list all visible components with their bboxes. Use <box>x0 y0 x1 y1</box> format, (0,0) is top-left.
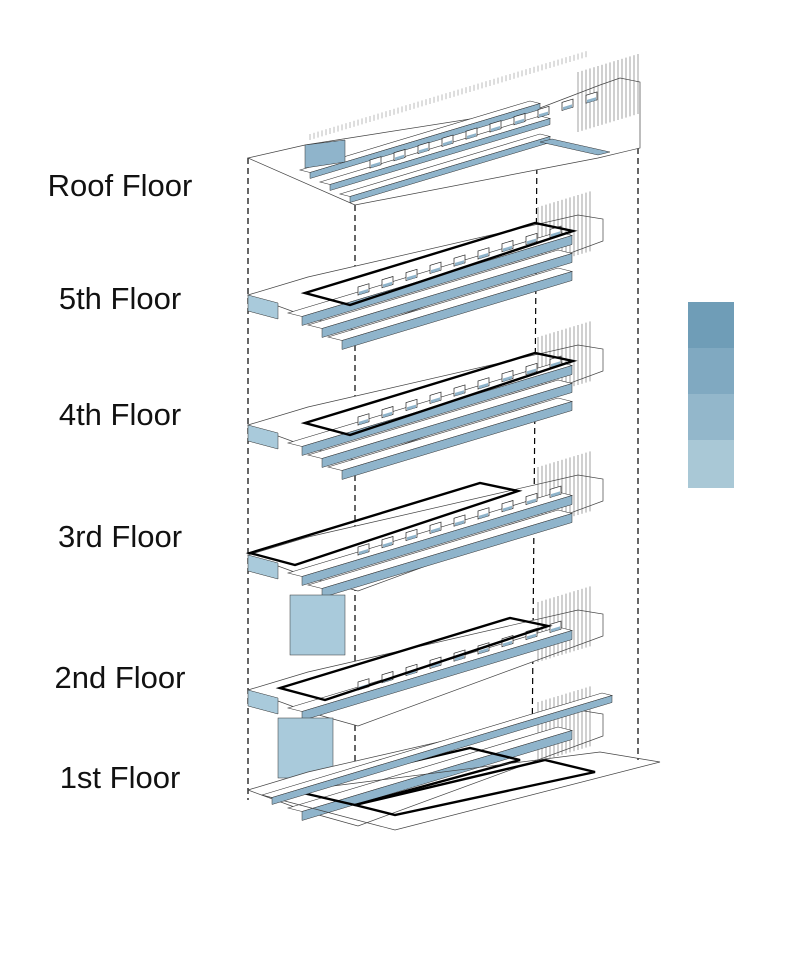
highlight-zone-f3 <box>245 481 523 567</box>
highlight-zone-2 <box>354 758 596 817</box>
slab-band-f1-0-front <box>301 730 573 821</box>
window-f2-sill <box>455 655 464 661</box>
ground-outline <box>261 751 661 831</box>
window-f4-sill <box>527 368 536 375</box>
floor-plate-f2 <box>246 586 604 779</box>
slab-band-f2-0-front <box>301 630 573 721</box>
highlight-zone-f5 <box>300 221 578 307</box>
roof-window-sill <box>563 104 572 111</box>
slab-band-f5-2-front <box>341 271 573 350</box>
window-f5-sill <box>407 274 416 281</box>
window-f4-sill <box>551 361 560 368</box>
highlight-zone-f2 <box>275 616 553 702</box>
window-f4-sill <box>359 419 368 425</box>
window-f3-sill <box>359 549 368 555</box>
legend-swatch-2 <box>688 348 734 394</box>
window-f4-sill <box>479 383 488 389</box>
floor-plate-f1 <box>246 686 661 831</box>
side-mass-f3 <box>247 554 279 580</box>
window-f3-sill <box>383 541 392 548</box>
slab-band-f4-1-front <box>321 383 573 468</box>
core-block-f3 <box>289 594 346 656</box>
slab-band-f5-0-front <box>301 235 573 326</box>
floor-plate-f3 <box>245 451 604 656</box>
slab-band-f5-1-front <box>321 253 573 338</box>
roof-window-sill <box>395 154 404 161</box>
floor-label-3rd: 3rd Floor <box>57 519 183 554</box>
roof-window-sill <box>467 133 476 139</box>
window-f2-sill <box>503 640 512 647</box>
window-f4-sill <box>455 390 464 396</box>
floor-label-5th: 5th Floor <box>58 281 182 316</box>
window-f3-sill <box>551 491 560 498</box>
slab-band-f4-2-front <box>341 401 573 480</box>
floor-label-1st: 1st Floor <box>59 760 181 795</box>
window-f5-sill <box>383 281 392 288</box>
highlight-zone-f4 <box>300 351 578 437</box>
floor-label-4th: 4th Floor <box>58 397 182 432</box>
roof-block <box>304 139 346 169</box>
window-f5-sill <box>431 267 440 274</box>
legend-swatch-3 <box>688 394 734 440</box>
window-f3-sill <box>479 513 488 519</box>
side-mass-f5 <box>247 294 279 320</box>
roof-window-sill <box>491 126 500 132</box>
legend-swatch-4 <box>688 440 734 488</box>
floor-label-roof: Roof Floor <box>47 168 193 203</box>
window-f3-sill <box>455 520 464 526</box>
window-f3-sill <box>407 534 416 541</box>
roof-window-sill <box>539 111 548 118</box>
window-f5-sill <box>551 231 560 238</box>
side-mass-f4 <box>247 424 279 450</box>
roof-window-sill <box>443 140 452 147</box>
roof-window-sill <box>371 162 380 168</box>
window-f2-sill <box>527 633 536 640</box>
window-f5-sill <box>503 245 512 252</box>
window-f2-sill <box>479 648 488 654</box>
roof-band-2-front <box>329 118 551 191</box>
floor-plate-f5 <box>246 191 604 350</box>
floor-plate-roof <box>246 51 641 206</box>
window-f3-sill <box>431 527 440 534</box>
window-f4-sill <box>383 411 392 418</box>
ground-band-front <box>271 695 613 805</box>
window-f5-sill <box>359 289 368 295</box>
window-f3-sill <box>503 505 512 512</box>
core-block-f2 <box>277 717 334 779</box>
roof-window-sill <box>515 118 524 125</box>
side-mass-f2 <box>247 689 279 715</box>
floor-plate-f4 <box>246 321 604 480</box>
window-f4-sill <box>503 375 512 382</box>
legend-swatch-1 <box>688 302 734 348</box>
floor-plates <box>245 51 661 831</box>
window-f5-sill <box>527 238 536 245</box>
slab-band-f4-0-front <box>301 365 573 456</box>
window-f5-sill <box>479 253 488 259</box>
slab-band-f3-0-front <box>301 495 573 586</box>
window-f4-sill <box>407 404 416 411</box>
window-f2-sill <box>551 626 560 633</box>
roof-annex <box>539 138 611 156</box>
floor-label-2nd: 2nd Floor <box>54 660 186 695</box>
window-f5-sill <box>455 260 464 266</box>
roof-window-sill <box>587 97 596 103</box>
window-f3-sill <box>527 498 536 505</box>
roof-window-sill <box>419 147 428 154</box>
window-f4-sill <box>431 397 440 404</box>
slab-band-f3-1-front <box>321 513 573 598</box>
